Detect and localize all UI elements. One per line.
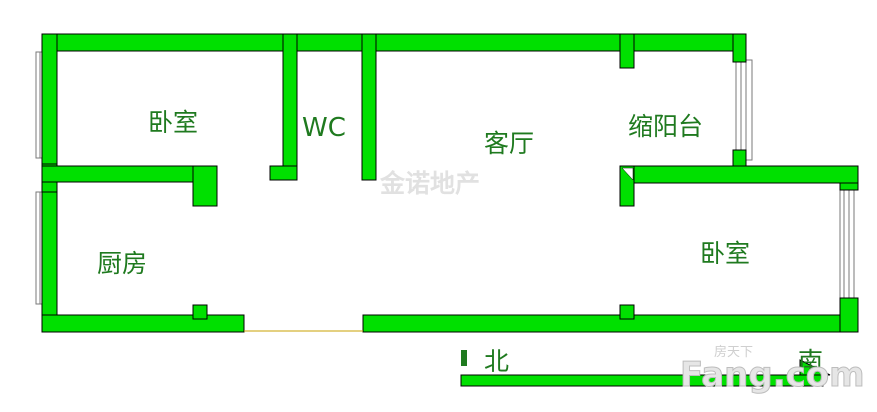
brand-logo-text: Fang.com [680, 355, 865, 395]
brand-logo-tagline: 房天下 [714, 344, 753, 360]
compass-indicator [460, 350, 831, 387]
walls [41, 33, 859, 333]
brand-logo: 房天下 Fang.com [680, 344, 866, 396]
room-label-bedroom-south: 卧室 [700, 239, 750, 268]
room-label-balcony: 缩阳台 [628, 112, 703, 141]
room-label-bedroom-north: 卧室 [148, 108, 198, 137]
compass-north-label: 北 [484, 347, 509, 376]
window-balcony [735, 59, 753, 161]
window-right-lower [839, 187, 855, 305]
watermark-text: 金诺地产 [379, 169, 480, 198]
room-label-wc: WC [302, 113, 346, 143]
compass-south-label: 南 [798, 347, 823, 376]
room-label-living-room: 客厅 [484, 129, 534, 158]
room-label-kitchen: 厨房 [97, 249, 147, 278]
